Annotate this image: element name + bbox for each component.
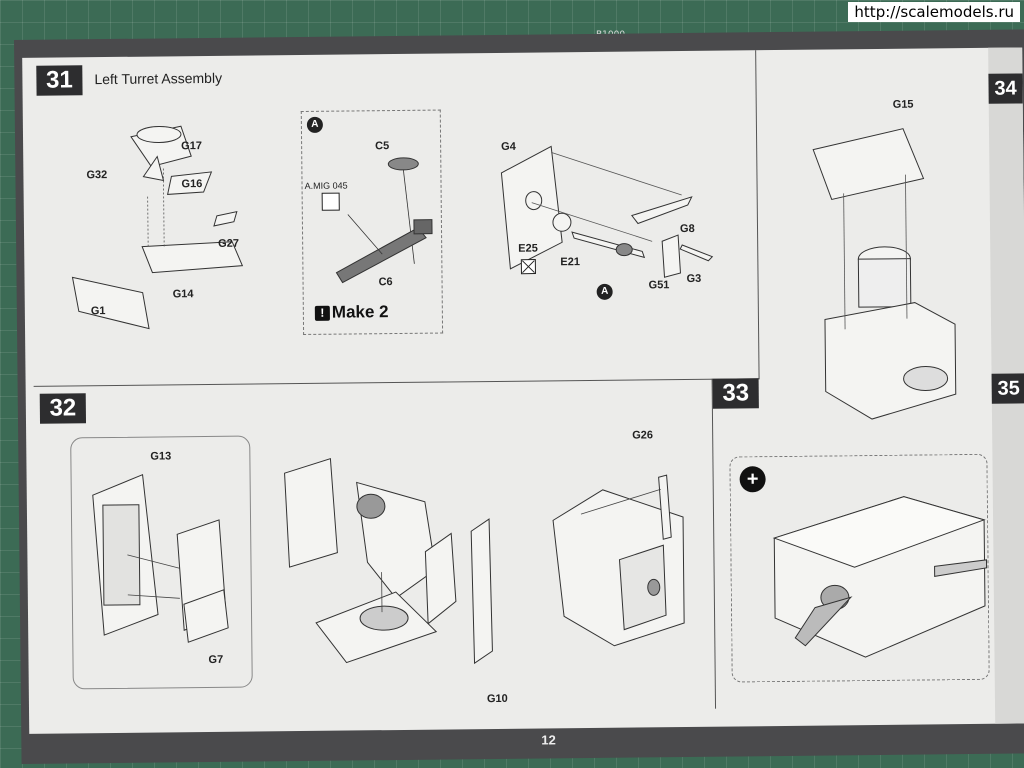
part-label: G26	[632, 429, 654, 442]
part-label: G51	[648, 279, 670, 292]
make-quantity-note: !Make 2	[314, 302, 389, 323]
exclamation-icon: !	[314, 305, 330, 321]
part-label: G3	[686, 272, 702, 285]
make-text: Make 2	[331, 302, 389, 322]
site-watermark: http://scalemodels.ru	[848, 2, 1020, 22]
part-label: G1	[90, 305, 106, 318]
step-number: 33	[712, 378, 759, 409]
step-33-panel: 33 +	[711, 375, 997, 709]
part-label: G7	[208, 653, 224, 666]
machine-gun-drawing	[335, 157, 433, 284]
step-number: 34	[988, 73, 1023, 104]
turret-closeup-drawing	[772, 496, 988, 658]
step-number: 32	[39, 393, 87, 424]
step-32-panel: 32 G13 G7	[34, 379, 703, 716]
insert-badge: A	[596, 283, 613, 300]
step-31-panel: 31 Left Turret Assembly G17	[30, 50, 760, 387]
step-34-panel: G15	[752, 48, 995, 420]
turret-install-drawing	[812, 128, 957, 420]
part-label: C6	[378, 276, 393, 289]
part-label: G16	[181, 178, 203, 191]
part-label: G17	[181, 140, 202, 153]
turret-parts-drawing	[71, 125, 244, 330]
part-label: G14	[172, 288, 194, 301]
part-label: C5	[375, 140, 390, 153]
part-label: E25	[518, 242, 538, 255]
part-label: G15	[892, 98, 914, 111]
remove-part-icon	[520, 259, 536, 275]
hatch-door-drawing	[92, 473, 229, 643]
sub-assembly-badge: A	[306, 116, 323, 133]
gun-mount-drawing	[500, 145, 714, 278]
step-number: 35	[991, 373, 1024, 404]
hull-front-drawing	[552, 474, 685, 647]
page-number: 12	[541, 732, 556, 748]
instruction-page: 31 Left Turret Assembly G17	[22, 47, 1024, 734]
part-label: G32	[86, 169, 108, 182]
instruction-booklet: 31 Left Turret Assembly G17	[14, 29, 1024, 764]
part-label: E21	[560, 256, 580, 269]
step-title: Left Turret Assembly	[94, 69, 223, 88]
turret-side-assembly-drawing	[284, 458, 493, 665]
part-label: G4	[501, 140, 516, 153]
part-label: G10	[486, 692, 508, 706]
part-label: G8	[679, 222, 695, 236]
part-label: G27	[218, 237, 240, 250]
part-label: G13	[150, 450, 172, 463]
step-number: 31	[36, 65, 83, 96]
